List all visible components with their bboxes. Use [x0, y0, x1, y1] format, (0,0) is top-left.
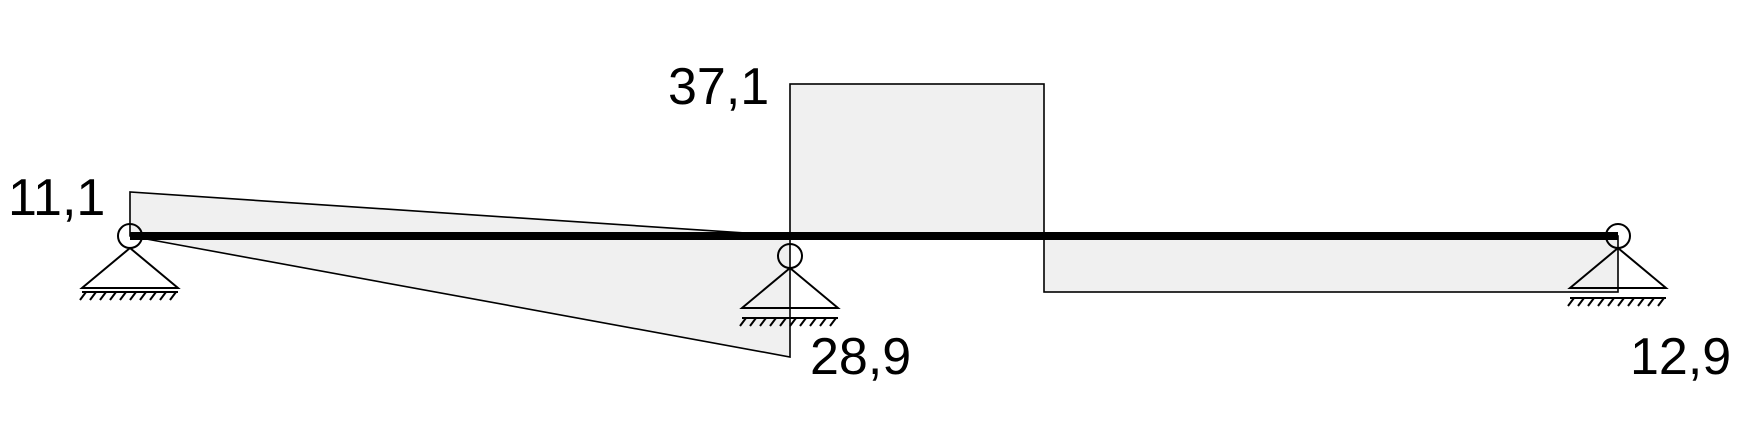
- shear-area-left-span: [129, 191, 791, 358]
- support-right-triangle: [1567, 246, 1669, 289]
- support-middle-triangle: [739, 266, 841, 309]
- support-left-hatching: [79, 291, 177, 301]
- support-left: [79, 223, 181, 301]
- shear-area-middle-block: [789, 83, 1045, 237]
- support-middle-hatching: [739, 317, 837, 327]
- support-right-hatching: [1567, 297, 1665, 307]
- shear-area-right-span: [1043, 235, 1619, 293]
- value-label-mid-top: 37,1: [668, 58, 769, 116]
- support-middle: [739, 243, 841, 327]
- value-label-mid-bottom: 28,9: [810, 328, 911, 386]
- support-right: [1567, 223, 1669, 307]
- value-label-left-start: 11,1: [8, 169, 105, 227]
- value-label-right-end: 12,9: [1630, 328, 1731, 386]
- support-left-triangle: [79, 246, 181, 289]
